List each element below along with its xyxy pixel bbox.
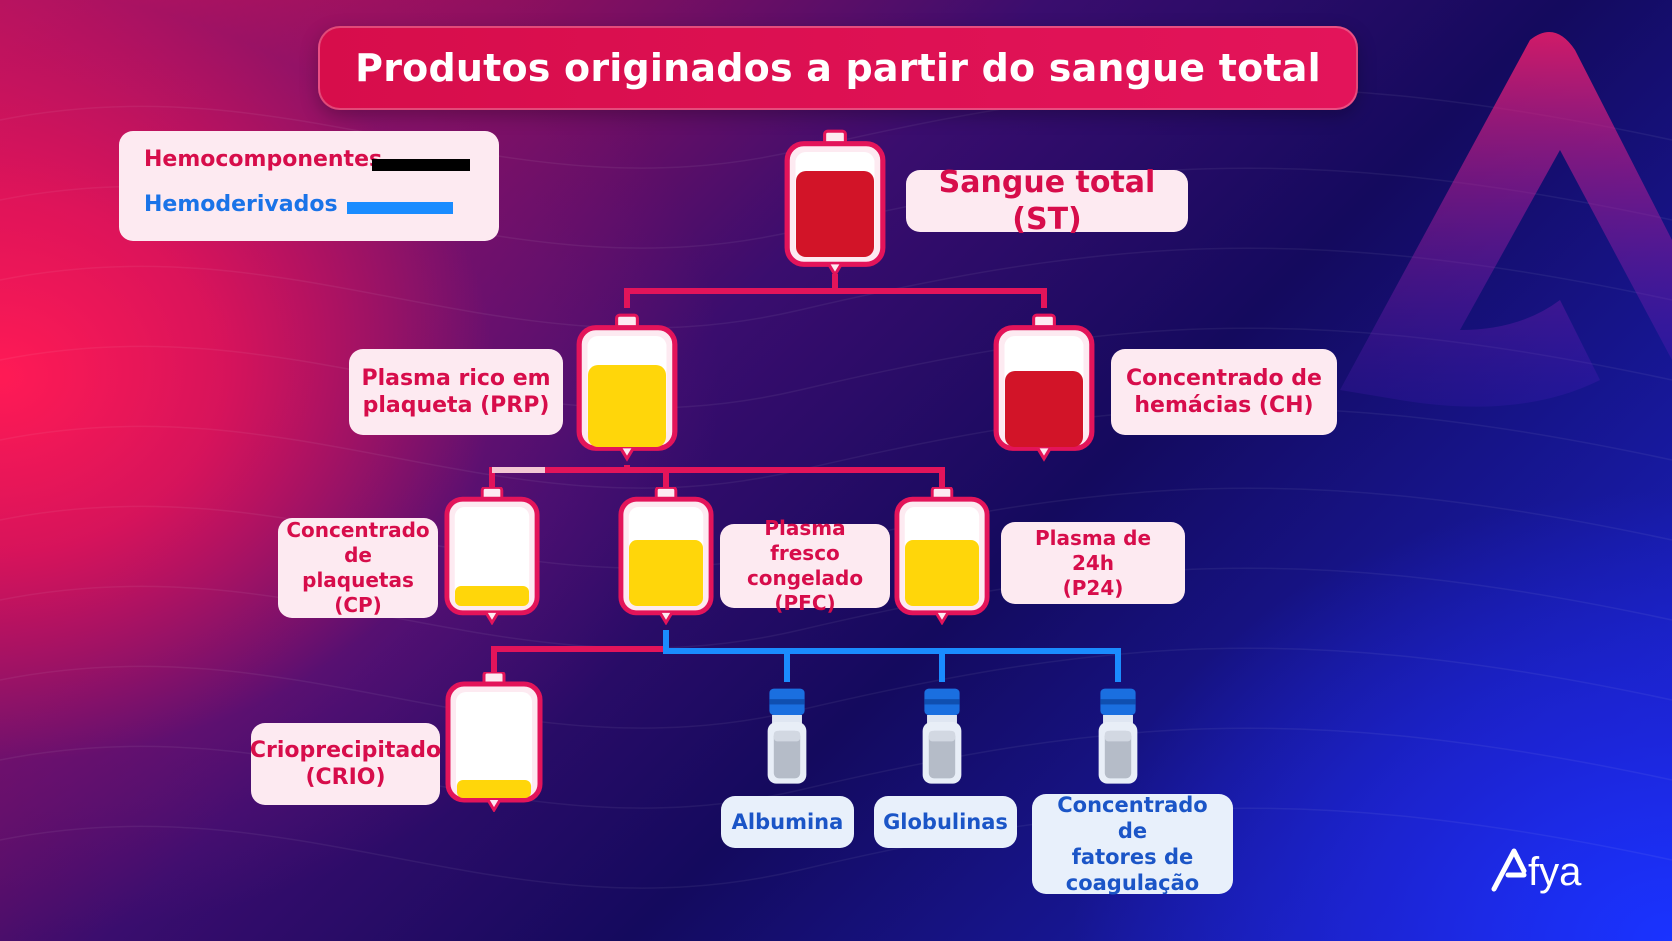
legend-components-line	[372, 159, 470, 171]
connector-pfc-crio	[491, 630, 669, 672]
legend-derivatives-line	[347, 202, 453, 214]
vial-globulinas-icon	[922, 688, 962, 784]
connector-pfc-fatores	[663, 630, 1121, 682]
label-crio: Crioprecipitado (CRIO)	[250, 723, 441, 805]
label-fatores: Concentrado de fatores de coagulação	[1032, 793, 1233, 895]
title-banner: Produtos originados a partir do sangue t…	[318, 26, 1358, 110]
legend: Hemocomponentes Hemoderivados	[119, 131, 499, 241]
label-pfc: Plasma fresco congelado (PFC)	[720, 516, 890, 615]
component-connectors	[489, 274, 1047, 672]
label-albumina: Albumina	[721, 796, 854, 848]
decorative-a-mark	[1340, 32, 1672, 407]
vial-fatores-icon	[1098, 688, 1138, 784]
bag-crio-icon	[448, 672, 540, 810]
label-p24: Plasma de 24h (P24)	[1001, 522, 1185, 604]
legend-components-label: Hemocomponentes	[144, 147, 383, 172]
bag-pfc-icon	[621, 487, 711, 622]
connector-st-prp	[624, 274, 838, 308]
bag-p24-icon	[897, 487, 987, 622]
bag-st-icon	[787, 131, 883, 275]
label-cp: Concentrado de plaquetas (CP)	[278, 518, 438, 618]
bag-prp-icon	[579, 315, 675, 459]
bag-ch-icon	[996, 315, 1092, 459]
label-st: Sangue total (ST)	[906, 165, 1188, 237]
page-title: Produtos originados a partir do sangue t…	[355, 46, 1321, 90]
afya-logo-mark: fya	[1491, 848, 1582, 894]
derivative-connectors	[663, 630, 1121, 682]
legend-derivatives-label: Hemoderivados	[144, 192, 338, 217]
connector-st-ch	[835, 288, 1047, 308]
vial-albumina-icon	[767, 688, 807, 784]
label-ch: Concentrado de hemácias (CH)	[1111, 349, 1337, 435]
connector-prp-p24	[627, 467, 945, 488]
bag-cp-icon	[447, 487, 537, 622]
label-prp: Plasma rico em plaqueta (PRP)	[349, 349, 563, 435]
afya-logo: fya	[1490, 845, 1630, 895]
label-globulinas: Globulinas	[874, 796, 1017, 848]
brand-text: fya	[1528, 850, 1582, 894]
